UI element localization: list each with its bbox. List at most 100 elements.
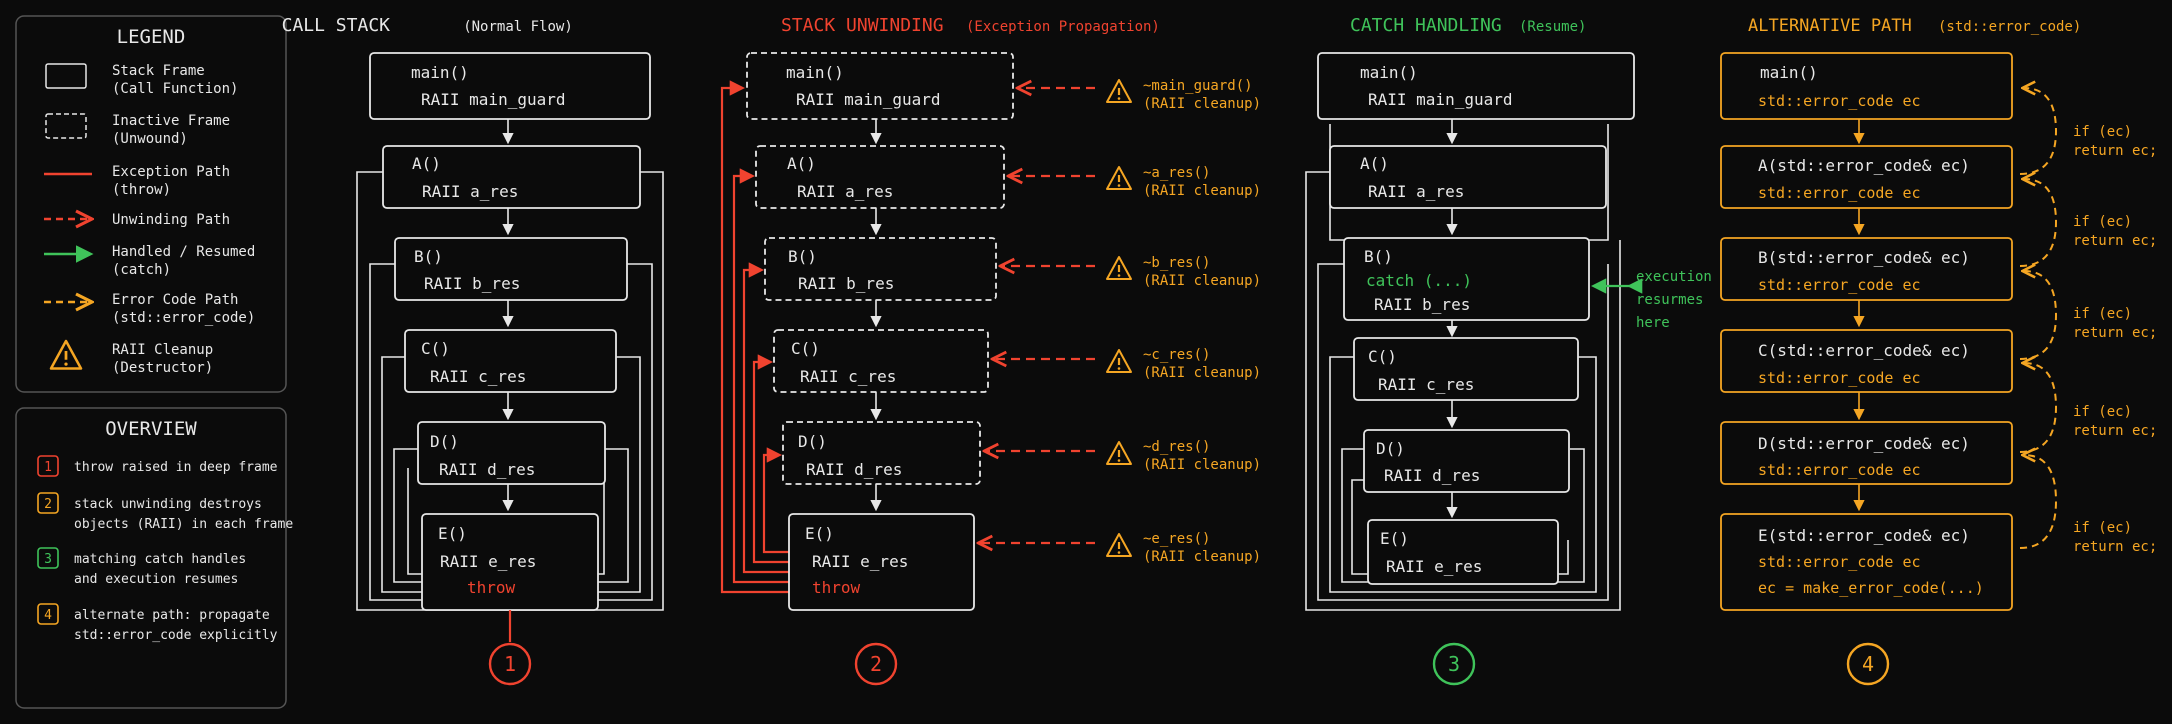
legend-item-label: Exception Path xyxy=(112,164,230,180)
frame-resource: RAII b_res xyxy=(1374,295,1470,314)
legend-item-label: RAII Cleanup xyxy=(112,342,213,358)
stack-frame-d: D() RAII d_res xyxy=(1363,429,1570,493)
error-code-frame-b: B(std::error_code& ec) std::error_code e… xyxy=(1720,237,2013,301)
frame-resource: RAII main_guard xyxy=(1368,90,1513,109)
step-4-circle xyxy=(1846,642,1890,686)
step-1-badge xyxy=(37,455,59,477)
warning-icon xyxy=(49,339,83,370)
frame-name: D(std::error_code& ec) xyxy=(1758,434,1970,453)
frame-resource: RAII e_res xyxy=(1386,557,1482,576)
unwound-frame-main: main() RAII main_guard xyxy=(746,52,1014,120)
return-statement: return ec; xyxy=(2073,325,2157,341)
frame-resource: RAII a_res xyxy=(1368,182,1464,201)
cleanup-note: (RAII cleanup) xyxy=(1143,457,1261,473)
warning-icon xyxy=(1105,165,1133,191)
frame-name: D() xyxy=(430,432,459,451)
destructor-label: ~d_res() xyxy=(1143,439,1210,455)
stack-frame-a: A() RAII a_res xyxy=(382,145,641,209)
error-code-line: std::error_code ec xyxy=(1758,553,1921,571)
step-4-circle-number: 4 xyxy=(1862,652,1874,676)
warning-icon xyxy=(1105,348,1133,374)
step-3-number: 3 xyxy=(44,552,52,567)
destructor-label: ~a_res() xyxy=(1143,165,1210,181)
stack-frame-e-throwing: E() RAII e_res throw xyxy=(788,513,975,611)
frame-name: E() xyxy=(805,524,834,543)
overview-item-text: throw raised in deep frame xyxy=(74,460,278,475)
resume-label: execution xyxy=(1636,269,1712,285)
error-code-line: std::error_code ec xyxy=(1758,276,1921,294)
throw-label: throw xyxy=(812,578,861,597)
error-code-line: std::error_code ec xyxy=(1758,461,1921,479)
frame-resource: RAII main_guard xyxy=(421,90,566,109)
unwound-frame-c: C() RAII c_res xyxy=(773,329,989,393)
return-condition: if (ec) xyxy=(2073,124,2132,140)
overview-item-text: objects (RAII) in each frame xyxy=(74,517,293,532)
error-code-frame-a: A(std::error_code& ec) std::error_code e… xyxy=(1720,145,2013,209)
return-condition: if (ec) xyxy=(2073,404,2132,420)
destructor-label: ~main_guard() xyxy=(1143,78,1253,94)
frame-name: C() xyxy=(791,339,820,358)
frame-name: main() xyxy=(1360,63,1418,82)
frame-resource: RAII d_res xyxy=(806,460,902,479)
panel-title: CALL STACK xyxy=(282,15,391,36)
legend-item-label: Error Code Path xyxy=(112,292,238,308)
frame-resource: RAII c_res xyxy=(800,367,896,386)
overview-item-text: std::error_code explicitly xyxy=(74,628,278,643)
frame-name: E() xyxy=(438,524,467,543)
cleanup-note: (RAII cleanup) xyxy=(1143,96,1261,112)
unwound-frame-a: A() RAII a_res xyxy=(755,145,1005,209)
throw-label: throw xyxy=(467,578,516,597)
error-code-line: std::error_code ec xyxy=(1758,92,1921,110)
make-error-code-line: ec = make_error_code(...) xyxy=(1758,579,1984,597)
cleanup-note: (RAII cleanup) xyxy=(1143,273,1261,289)
return-condition: if (ec) xyxy=(2073,306,2132,322)
warning-icon xyxy=(1105,532,1133,558)
return-statement: return ec; xyxy=(2073,423,2157,439)
frame-name: C() xyxy=(421,339,450,358)
frame-name: A() xyxy=(1360,154,1389,173)
panel-subtitle: (Normal Flow) xyxy=(463,19,573,35)
frame-name: A(std::error_code& ec) xyxy=(1758,156,1970,175)
error-code-frame-e: E(std::error_code& ec) std::error_code e… xyxy=(1720,513,2013,611)
warning-icon xyxy=(1105,440,1133,466)
legend-item-label: Unwinding Path xyxy=(112,212,230,228)
frame-name: A() xyxy=(412,154,441,173)
step-2-circle-number: 2 xyxy=(870,652,882,676)
destructor-label: ~c_res() xyxy=(1143,347,1210,363)
frame-resource: RAII a_res xyxy=(422,182,518,201)
warning-icon xyxy=(1105,255,1133,281)
frame-name: A() xyxy=(787,154,816,173)
frame-resource: RAII c_res xyxy=(430,367,526,386)
overview-item-text: alternate path: propagate xyxy=(74,608,270,623)
frame-name: main() xyxy=(1760,63,1818,82)
unwound-frame-b: B() RAII b_res xyxy=(764,237,997,301)
call-stack-panel: CALL STACK (Normal Flow) main() RAII mai… xyxy=(282,15,664,686)
stack-frame-c: C() RAII c_res xyxy=(404,329,617,393)
step-1-circle-number: 1 xyxy=(504,652,516,676)
svg-text:CALL STACK: CALL STACK xyxy=(282,15,391,36)
return-statement: return ec; xyxy=(2073,233,2157,249)
warning-icon xyxy=(1105,78,1133,104)
catch-handling-panel: CATCH HANDLING (Resume) main() RAII main… xyxy=(1305,15,1712,686)
frame-name: main() xyxy=(411,63,469,82)
step-1-number: 1 xyxy=(44,460,52,475)
frame-resource: RAII d_res xyxy=(1384,466,1480,485)
frame-name: B() xyxy=(788,247,817,266)
destructor-label: ~e_res() xyxy=(1143,531,1210,547)
panel-title: CATCH HANDLING xyxy=(1350,15,1502,36)
frame-resource: RAII b_res xyxy=(424,274,520,293)
frame-name: D() xyxy=(798,432,827,451)
overview-item-text: and execution resumes xyxy=(74,572,238,587)
return-statement: return ec; xyxy=(2073,539,2157,555)
panel-subtitle: (Exception Propagation) xyxy=(966,19,1160,35)
frame-resource: RAII main_guard xyxy=(796,90,941,109)
frame-name: B() xyxy=(414,247,443,266)
error-code-line: std::error_code ec xyxy=(1758,369,1921,387)
overview-title: OVERVIEW xyxy=(105,418,197,440)
legend-item-sub: (catch) xyxy=(112,262,171,278)
stack-frame-a: A() RAII a_res xyxy=(1329,145,1607,209)
step-3-badge xyxy=(37,547,59,569)
error-code-line: std::error_code ec xyxy=(1758,184,1921,202)
legend-item-sub: (Unwound) xyxy=(112,131,188,147)
